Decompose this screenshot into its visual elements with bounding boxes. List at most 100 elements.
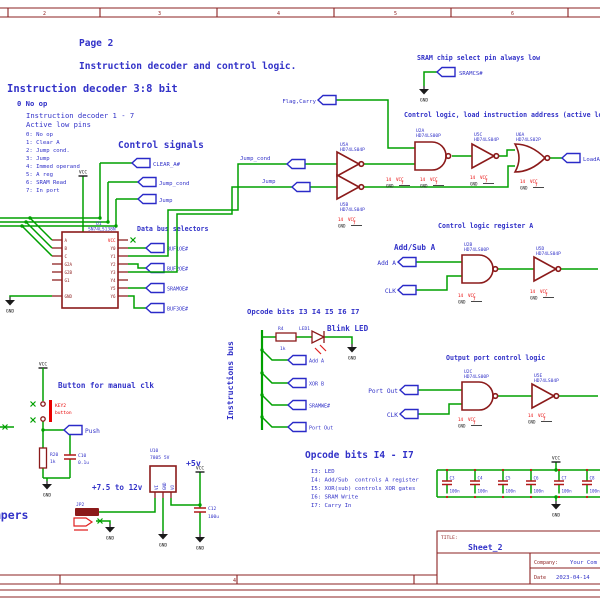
gate-value: HD74LS04P: [340, 207, 365, 213]
resistor-r20: [38, 447, 48, 469]
out-port-heading: Output port control logic: [446, 354, 545, 362]
key2-actuator: [49, 400, 52, 422]
tag-port-out: Port Out: [368, 388, 398, 395]
opcode-mid-heading: Opcode bits I3 I4 I5 I6 I7: [247, 307, 360, 316]
key2-value: button: [55, 410, 72, 416]
tag-add-a: Add A: [377, 260, 396, 267]
u1-body: [61, 231, 119, 309]
u1-pin-name: Y0: [110, 246, 116, 251]
cap-value: 100n: [478, 489, 489, 494]
gnd-symbol: [41, 480, 53, 500]
gate-power-pins: [457, 416, 483, 429]
tag-buf3oe: BUF3OE#: [167, 307, 188, 313]
gate-name: U6A: [516, 132, 525, 138]
frame-col-number: 6: [511, 11, 514, 17]
data-bus-heading: Data bus selectors: [137, 225, 208, 233]
cap-name: C7: [562, 476, 568, 481]
tag-port-out-bus: Port Out: [309, 426, 333, 432]
led-d1: [311, 329, 326, 345]
x-mark: [29, 416, 37, 424]
sram-cs: SRAM chip select pin always low SRAMCS#: [417, 54, 540, 105]
c10-name: C10: [78, 453, 87, 459]
date-label: Date: [534, 575, 546, 581]
r4-value: 1k: [280, 346, 286, 352]
gate-value: HD74LS02P: [516, 137, 541, 143]
gate-value: HD74LS04P: [534, 378, 559, 384]
cap-name: C5: [506, 476, 512, 481]
gate-power-pins: [457, 292, 483, 305]
net-tag: [287, 354, 307, 366]
vcc-symbol: [550, 454, 562, 463]
inverter-u5b: [336, 174, 365, 200]
gate-name: U2C: [464, 369, 473, 375]
opcode-legend: Opcode bits I4 - I7 I3: LED I4: Add/Sub …: [305, 450, 419, 509]
net-tag: [145, 262, 165, 274]
gate-name: U5A: [340, 142, 349, 148]
c10-value: 0.1u: [78, 460, 89, 466]
r20-value: 1k: [50, 459, 56, 465]
tag-clear-a: CLEAR_A#: [153, 162, 181, 168]
gate-name: U5C: [474, 132, 483, 138]
company-value: Your Com: [570, 560, 598, 566]
data-bus-tags: Data bus selectors BUF1OE# BUF2OE# SRAMO…: [137, 225, 208, 314]
x-mark: [129, 236, 137, 244]
tag-jump: Jump: [159, 198, 173, 204]
gnd-symbol: [157, 530, 169, 550]
u1-value: SN74LS138N: [88, 227, 116, 233]
sram-note: SRAM chip select pin always low: [417, 54, 540, 62]
u1-pins: [52, 239, 128, 297]
inverter-u5d: [533, 256, 562, 282]
plus5-label: +5v: [186, 458, 201, 468]
decoder-sub2: Active low pins: [26, 120, 91, 129]
u1-pin-name: A: [65, 238, 68, 243]
inverter-u5e: [531, 383, 560, 409]
gate-name: U2B: [464, 242, 473, 248]
gnd-symbol: [418, 85, 430, 105]
net-tag: [561, 152, 581, 164]
u1-name: U1: [96, 221, 102, 227]
gnd-symbol: [4, 296, 16, 316]
blink-led-label: Blink LED: [327, 324, 369, 333]
u1-pin-name: GND: [65, 294, 73, 299]
tag-xor-b: XOR B: [309, 382, 324, 388]
nand-u2c: [461, 381, 499, 411]
net-tag: [145, 282, 165, 294]
control-signal-tags: Control signals CLEAR_A# Jump_cond Jump: [118, 140, 204, 205]
decoder-pin-note: 1: Clear A: [26, 140, 60, 146]
gate-power-pins: [469, 174, 495, 187]
decoder-sub1: Instruction decoder 1 - 7: [26, 111, 134, 120]
gnd-symbol: [194, 533, 206, 553]
power-section: Jumpers +7.5 to 12v JP2 U10 7805 5V VI G…: [0, 448, 219, 553]
reg-a-heading: Control logic register A: [438, 222, 533, 230]
decoder-pin-note: 6: SRAM Read: [26, 180, 66, 186]
net-tag: [399, 384, 419, 396]
tag-sramoe: SRAMOE#: [167, 287, 188, 293]
tag-sramwe: SRAMWE#: [309, 404, 330, 410]
input-range-label: +7.5 to 12v: [92, 483, 143, 492]
decoder-pin-note: 7: In port: [26, 188, 60, 194]
cap-value: 100n: [562, 489, 573, 494]
title-label: TITLE:: [441, 535, 458, 541]
gate-name: U5E: [534, 373, 543, 379]
addsub-label: Add/Sub A: [394, 243, 436, 252]
instructions-bus-label: Instructions bus: [225, 341, 235, 420]
u10-pin-vi: VI: [154, 484, 159, 490]
dc-jack: [73, 517, 94, 531]
wire: [436, 462, 600, 501]
r4-name: R4: [278, 326, 284, 332]
cap-name: C8: [590, 476, 596, 481]
decoder-pin-note: 5: A reg: [26, 172, 53, 178]
net-tag: [397, 284, 417, 296]
tag-flag-carry: Flag,Carry: [282, 99, 316, 105]
opcode-mid: Opcode bits I3 I4 I5 I6 I7 Instructions …: [225, 307, 369, 433]
net-tag: [137, 193, 157, 205]
decoder-pin-note: 0: No op: [26, 132, 54, 138]
wire: [416, 261, 598, 291]
frame-col-number: 4: [277, 11, 280, 17]
sheet-title: Sheet_2: [468, 542, 503, 552]
decoder-noop: 0 No op: [17, 99, 48, 108]
title-block: TITLE: Sheet_2 Company: Your Com Date 20…: [436, 530, 600, 585]
control-signals-heading: Control signals: [118, 140, 204, 151]
load-logic: Control logic, load instruction address …: [128, 94, 600, 273]
wire: [418, 389, 598, 415]
